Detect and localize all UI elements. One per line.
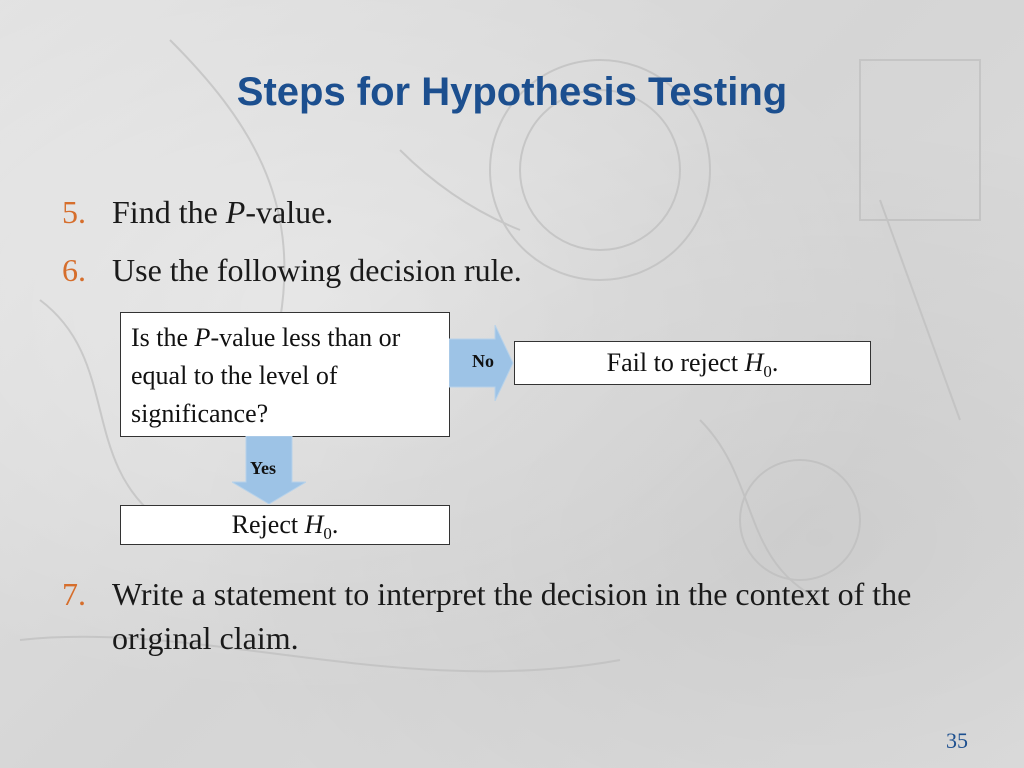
step-text: Use the following decision rule.: [112, 252, 522, 288]
step-text-part: -value.: [245, 194, 334, 230]
page-number: 35: [946, 728, 968, 753]
question-text-part: -value less than or equal to the level o…: [131, 323, 401, 428]
reject-text-subscript: 0: [323, 524, 332, 544]
step-6: 6. Use the following decision rule.: [62, 248, 522, 292]
question-text-italic: P: [194, 323, 211, 352]
yes-label: Yes: [250, 458, 276, 478]
reject-text-part: .: [331, 510, 339, 539]
step-5: 5. Find the P-value.: [62, 190, 333, 234]
reject-text-italic: H: [304, 510, 324, 539]
reject-box: Reject H0.: [120, 505, 450, 545]
fail-to-reject-box: Fail to reject H0.: [514, 341, 871, 385]
reject-text-part: Reject: [231, 510, 305, 539]
decision-question-box: Is the P-value less than or equal to the…: [120, 312, 450, 437]
question-text-part: Is the: [131, 323, 195, 352]
step-number: 5.: [62, 194, 86, 230]
step-text: Write a statement to interpret the decis…: [112, 576, 912, 656]
step-text-italic: P: [225, 194, 246, 230]
step-text-part: Find the: [112, 194, 226, 230]
fail-text-subscript: 0: [763, 362, 772, 382]
step-number: 6.: [62, 252, 86, 288]
slide-title: Steps for Hypothesis Testing: [236, 70, 788, 114]
fail-text-part: .: [771, 348, 779, 377]
step-7: 7. Write a statement to interpret the dec…: [62, 572, 912, 660]
fail-text-italic: H: [744, 348, 764, 377]
no-label: No: [472, 351, 494, 371]
yes-arrow: [232, 436, 306, 504]
step-text: Find the P-value.: [112, 190, 333, 234]
step-number: 7.: [62, 576, 86, 612]
no-arrow: [449, 325, 514, 401]
fail-text-part: Fail to reject: [606, 348, 745, 377]
